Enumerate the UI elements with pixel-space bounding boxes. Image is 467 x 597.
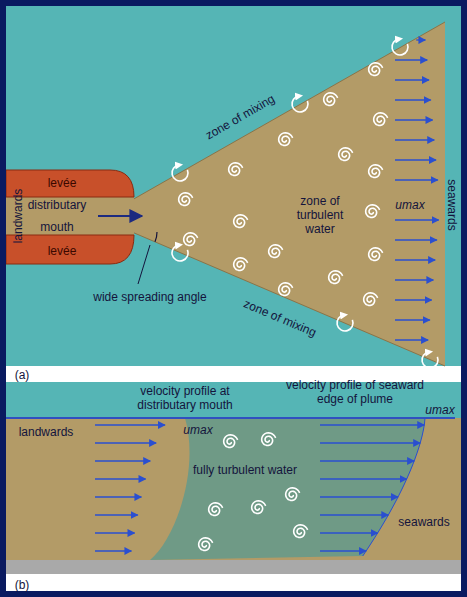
velocity-arrow <box>395 99 431 100</box>
zone-label: zone of turbulent water <box>288 194 352 236</box>
velocity-arrow <box>95 460 150 461</box>
velocity-symbol: umax <box>393 198 427 212</box>
panel-letter: (a) <box>7 368 37 382</box>
velocity-arrow <box>320 460 414 461</box>
velocity-arrow <box>95 532 135 533</box>
velocity-arrow <box>395 179 438 180</box>
velocity-arrow <box>320 496 398 497</box>
eddy-swirl <box>364 293 378 306</box>
mixing-eddy <box>337 315 353 331</box>
frame <box>3 3 464 594</box>
leader-line <box>138 245 150 284</box>
levee <box>6 235 134 264</box>
velocity-arrow <box>395 119 433 120</box>
velocity-arrow <box>395 139 434 140</box>
velocity-arrow <box>320 532 378 533</box>
side-label: landwards <box>10 425 82 439</box>
flow-arrow <box>98 215 142 217</box>
velocity-arrow <box>95 424 165 425</box>
eddy-swirl <box>269 245 283 258</box>
velocity-arrow <box>395 219 439 220</box>
eddy-swirl <box>369 63 383 76</box>
velocity-arrow <box>320 442 420 443</box>
zone-label: zone of mixing <box>227 290 334 346</box>
velocity-arrow <box>320 550 366 551</box>
eddy-swirl <box>294 525 308 538</box>
velocity-arrow <box>395 319 430 320</box>
velocity-arrow <box>395 79 429 80</box>
eddy-swirl <box>252 501 266 514</box>
velocity-arrow <box>95 550 131 551</box>
mixing-eddy <box>172 165 188 181</box>
sea-water <box>6 6 461 366</box>
velocity-symbol: umax <box>181 423 215 437</box>
zone-label: fully turbulent water <box>175 463 315 477</box>
part-name: levée <box>32 244 92 258</box>
eddy-swirl <box>234 258 248 271</box>
velocity-arrow <box>95 496 141 497</box>
velocity-symbol: umax <box>423 403 457 417</box>
velocity-arrow <box>395 259 435 260</box>
velocity-arrow <box>320 514 388 515</box>
panel-letter: (b) <box>7 578 37 592</box>
eddy-swirl <box>329 271 343 284</box>
mixing-eddy <box>292 96 308 112</box>
eddy-swirl <box>324 93 338 106</box>
air <box>6 382 461 572</box>
velocity-profile <box>363 418 425 556</box>
eddy-swirl <box>229 163 243 176</box>
eddy-swirl <box>366 205 380 218</box>
part-name: distributary mouth <box>16 194 98 238</box>
velocity-arrow <box>95 514 138 515</box>
eddy-swirl <box>209 503 223 516</box>
turbulent-plume <box>132 22 445 366</box>
angle-arc <box>155 232 157 242</box>
eddy-swirl <box>279 133 293 146</box>
sea-bed <box>6 560 461 574</box>
eddy-swirl <box>262 433 276 446</box>
velocity-arrow <box>395 239 437 240</box>
velocity-arrow <box>395 299 432 300</box>
levee <box>6 170 134 197</box>
velocity-arrow <box>95 478 146 479</box>
plume-edge <box>132 22 445 200</box>
side-label: seawards <box>392 515 456 529</box>
river-water <box>6 418 461 560</box>
velocity-arrow <box>416 39 425 40</box>
annotation: velocity profile at distributary mouth <box>120 384 250 412</box>
velocity-arrow <box>320 478 407 479</box>
mixing-eddy <box>392 39 408 55</box>
side-label: seawards <box>445 165 459 245</box>
eddy-swirl <box>234 215 248 228</box>
eddy-swirl <box>374 113 388 126</box>
eddy-swirl <box>339 148 353 161</box>
velocity-arrow <box>95 442 156 443</box>
eddy-swirl <box>184 233 198 246</box>
mixing-eddy <box>172 245 188 261</box>
eddy-swirl <box>179 193 193 206</box>
turbulent-plume <box>150 418 425 560</box>
water-surface <box>6 417 455 419</box>
mixing-eddy <box>422 352 438 368</box>
eddy-swirl <box>199 538 213 551</box>
velocity-arrow <box>395 339 428 340</box>
zone-label: zone of mixing <box>189 83 291 150</box>
eddy-swirl <box>369 165 383 178</box>
part-name: levée <box>32 176 92 190</box>
velocity-arrow <box>395 279 433 280</box>
side-label: landwards <box>11 171 25 261</box>
eddy-swirl <box>279 283 293 296</box>
annotation: velocity profile of seaward edge of plum… <box>280 378 430 406</box>
eddy-swirl <box>369 248 383 261</box>
annotation: wide spreading angle <box>75 290 225 304</box>
eddy-swirl <box>224 435 238 448</box>
eddy-swirl <box>286 488 300 501</box>
velocity-arrow <box>320 424 424 425</box>
velocity-arrow <box>395 159 436 160</box>
velocity-arrow <box>395 59 427 60</box>
